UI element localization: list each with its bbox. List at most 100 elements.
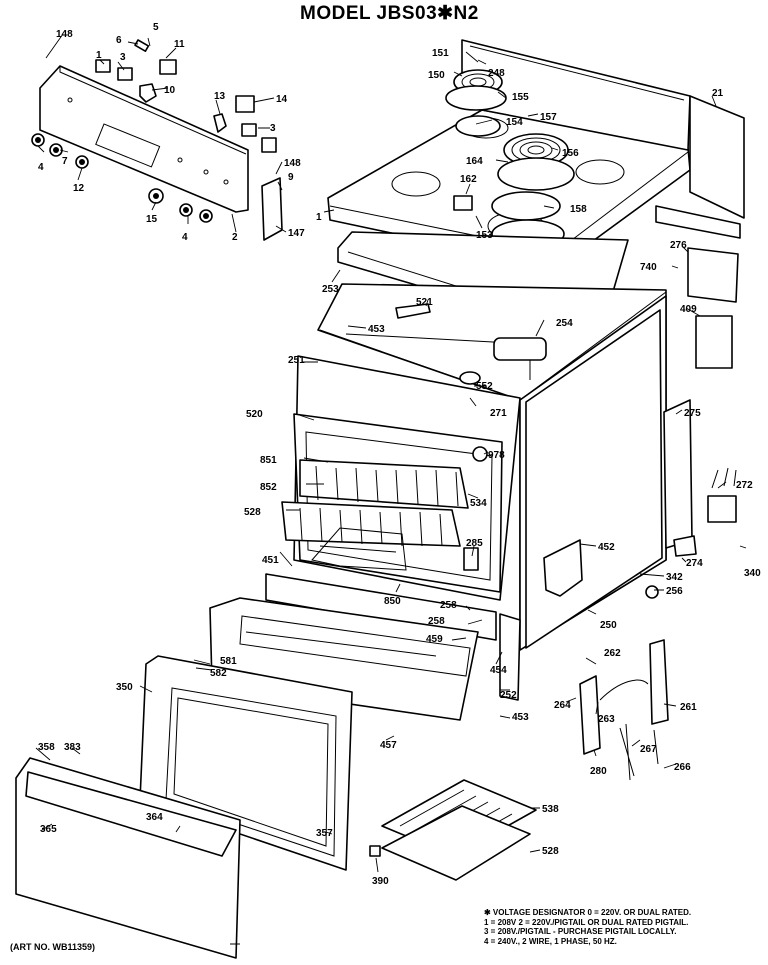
part-label: 2 bbox=[232, 232, 238, 243]
part-label: 154 bbox=[506, 117, 523, 128]
part-label: 1 bbox=[96, 50, 102, 61]
part-label: 340 bbox=[744, 568, 761, 579]
part-label: 256 bbox=[666, 586, 683, 597]
part-label: 156 bbox=[562, 148, 579, 159]
anti-tip-274 bbox=[673, 535, 697, 557]
voltage-note: ✱ VOLTAGE DESIGNATOR 0 = 220V. OR DUAL R… bbox=[484, 908, 692, 917]
foot-256 bbox=[645, 585, 659, 599]
part-label: 9 bbox=[288, 172, 294, 183]
part-label: 258 bbox=[440, 600, 457, 611]
part-label: 262 bbox=[604, 648, 621, 659]
part-label: 148 bbox=[56, 29, 73, 40]
part-label: 740 bbox=[640, 262, 657, 273]
oven-racks bbox=[281, 459, 469, 547]
part-label: 1 bbox=[316, 212, 322, 223]
voltage-note: 4 = 240V., 2 WIRE, 1 PHASE, 50 HZ. bbox=[484, 936, 617, 946]
rear-cover bbox=[655, 205, 741, 239]
part-label: 528 bbox=[244, 507, 261, 518]
door-outer-panel bbox=[15, 757, 241, 959]
part-label: 164 bbox=[466, 156, 483, 167]
part-label: 266 bbox=[674, 762, 691, 773]
part-label: 521 bbox=[416, 297, 433, 308]
part-label: 280 bbox=[590, 766, 607, 777]
part-label: 11 bbox=[174, 39, 185, 50]
part-label: 4 bbox=[182, 232, 188, 243]
part-label: 581 bbox=[220, 656, 237, 667]
part-label: 3 bbox=[120, 52, 126, 63]
drawer-front-frame bbox=[265, 573, 497, 641]
part-label: 409 bbox=[680, 304, 697, 315]
part-label: 552 bbox=[476, 381, 493, 392]
part-label: 157 bbox=[540, 112, 557, 123]
wire-cover bbox=[543, 539, 583, 597]
part-label: 3 bbox=[270, 123, 276, 134]
voltage-notes: ✱ VOLTAGE DESIGNATOR 0 = 220V. OR DUAL R… bbox=[484, 908, 691, 946]
art-number: (ART NO. WB11359) bbox=[10, 942, 96, 952]
part-label: 248 bbox=[488, 68, 505, 79]
part-label: 852 bbox=[260, 482, 277, 493]
part-label: 454 bbox=[490, 665, 507, 676]
part-label: 12 bbox=[73, 183, 85, 194]
rear-panel bbox=[689, 95, 745, 219]
part-label: 151 bbox=[432, 48, 449, 59]
part-label: 451 bbox=[262, 555, 279, 566]
part-label: 520 bbox=[246, 409, 263, 420]
part-label: 272 bbox=[736, 480, 753, 491]
part-label: 350 bbox=[116, 682, 133, 693]
wire-clip-272 bbox=[707, 495, 737, 523]
leader-lines bbox=[35, 33, 747, 945]
part-label: 390 bbox=[372, 876, 389, 887]
part-label: 258 bbox=[428, 616, 445, 627]
part-label: 252 bbox=[500, 690, 517, 701]
voltage-note: 3 = 208V./PIGTAIL - PURCHASE PIGTAIL LOC… bbox=[484, 927, 677, 936]
control-panel bbox=[39, 65, 249, 213]
backsplash bbox=[461, 39, 691, 151]
part-label: 453 bbox=[512, 712, 529, 723]
part-label: 148 bbox=[284, 158, 301, 169]
oven-element-bake bbox=[311, 527, 407, 571]
receptacle bbox=[453, 195, 473, 211]
door-hinges bbox=[579, 639, 669, 781]
vent-duct bbox=[493, 337, 547, 361]
voltage-note: 1 = 208V 2 = 220V./PIGTAIL OR DUAL RATED… bbox=[484, 917, 689, 927]
part-label: 357 bbox=[316, 828, 333, 839]
part-label: 261 bbox=[680, 702, 697, 713]
part-label: 271 bbox=[490, 408, 507, 419]
support-bracket-252 bbox=[499, 613, 521, 701]
part-label: 383 bbox=[64, 742, 81, 753]
part-label: 851 bbox=[260, 455, 277, 466]
part-label: 158 bbox=[570, 204, 587, 215]
part-label: 538 bbox=[542, 804, 559, 815]
part-label: 452 bbox=[598, 542, 615, 553]
light-socket bbox=[472, 446, 488, 462]
part-label: 21 bbox=[712, 88, 724, 99]
part-label: 162 bbox=[460, 174, 477, 185]
part-label: 274 bbox=[686, 558, 703, 569]
part-label: 6 bbox=[116, 35, 122, 46]
junction-bracket-276 bbox=[687, 247, 739, 303]
part-label: 13 bbox=[214, 91, 226, 102]
part-label: 10 bbox=[164, 85, 176, 96]
part-label: 358 bbox=[38, 742, 55, 753]
part-label: 850 bbox=[384, 596, 401, 607]
part-label: 534 bbox=[470, 498, 487, 509]
part-label: 155 bbox=[512, 92, 529, 103]
broiler-pan bbox=[381, 779, 537, 881]
part-label: 457 bbox=[380, 740, 397, 751]
part-label: 153 bbox=[476, 230, 493, 241]
thermostat-bulb bbox=[459, 371, 481, 385]
part-label: 250 bbox=[600, 620, 617, 631]
leveling-leg bbox=[369, 845, 381, 857]
part-label: 263 bbox=[598, 714, 615, 725]
part-label: 5 bbox=[153, 22, 159, 33]
part-labels: 148 5 6 11 1 3 10 13 14 3 4 7 12 15 4 2 … bbox=[38, 22, 761, 887]
control-switches bbox=[95, 39, 277, 153]
part-label: 285 bbox=[466, 538, 483, 549]
back-wall-275 bbox=[663, 399, 693, 549]
part-label: 253 bbox=[322, 284, 339, 295]
part-label: 364 bbox=[146, 812, 163, 823]
part-label: 453 bbox=[368, 324, 385, 335]
part-label: 147 bbox=[288, 228, 305, 239]
part-label: 254 bbox=[556, 318, 573, 329]
